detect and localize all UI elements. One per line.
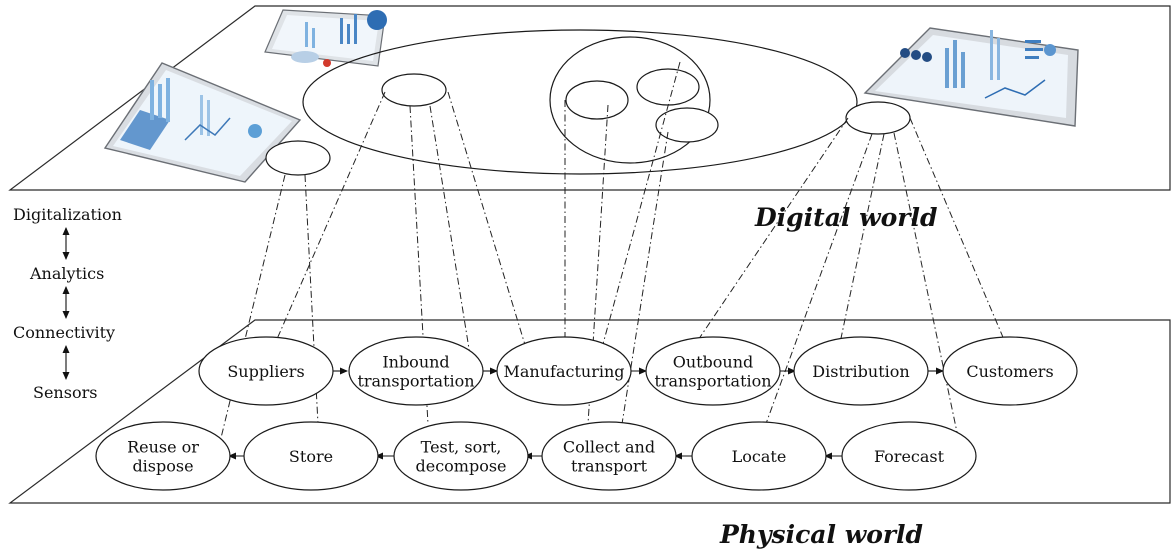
digital-subnode-3 [655, 107, 719, 143]
node-label-suppliers: Suppliers [227, 362, 304, 381]
outbound-digital-node [845, 101, 911, 135]
node-label-locate: Locate [732, 447, 787, 466]
node-ellipse-manufacturing [496, 336, 632, 406]
node-ellipse-collect-and-transport [541, 421, 677, 491]
node-ellipse-store [243, 421, 379, 491]
node-label-manufacturing: Manufacturing [504, 362, 625, 381]
layer-sensors: Sensors [33, 383, 97, 402]
node-distribution: Distribution [793, 336, 929, 406]
node-label-outbound-transportation: Outbound [673, 353, 754, 372]
layer-connectivity: Connectivity [13, 323, 115, 342]
node-ellipse-inbound-transportation [348, 336, 484, 406]
node-label-inbound-transportation: Inbound [382, 353, 449, 372]
tablet-illustration-top [264, 9, 387, 67]
node-ellipse-forecast [841, 421, 977, 491]
node-label-collect-and-transport: transport [571, 457, 648, 476]
node-label-inbound-transportation: transportation [357, 372, 474, 391]
tablet-illustration-right [863, 27, 1079, 127]
node-label-collect-and-transport: Collect and [563, 438, 655, 457]
physical-world-label: Physical world [719, 520, 923, 549]
node-label-customers: Customers [966, 362, 1053, 381]
digital-platform-ellipse [302, 29, 858, 175]
node-ellipse-suppliers [198, 336, 334, 406]
digital-world-label: Digital world [754, 203, 937, 232]
flow-arrows [228, 367, 944, 460]
node-forecast: Forecast [841, 421, 977, 491]
digital-subnode-2 [636, 68, 700, 106]
layer-digitalization: Digitalization [13, 205, 122, 224]
node-label-reuse-or-dispose: Reuse or [127, 438, 199, 457]
manufacturing-digital-ellipse [549, 36, 711, 164]
layer-analytics: Analytics [29, 264, 104, 283]
inbound-digital-node [381, 73, 447, 107]
connector-lines [219, 61, 1006, 443]
node-label-forecast: Forecast [874, 447, 945, 466]
node-locate: Locate [691, 421, 827, 491]
node-ellipse-locate [691, 421, 827, 491]
digital-subnode-1 [565, 80, 629, 120]
node-ellipse-outbound-transportation [645, 336, 781, 406]
supplier-digital-node [265, 140, 331, 176]
node-store: Store [243, 421, 379, 491]
node-ellipse-test-sort-decompose [393, 421, 529, 491]
node-label-distribution: Distribution [812, 362, 909, 381]
node-manufacturing: Manufacturing [496, 336, 632, 406]
node-label-outbound-transportation: transportation [654, 372, 771, 391]
node-ellipse-reuse-or-dispose [95, 421, 231, 491]
node-test-sort-decompose: Test, sort,decompose [393, 421, 529, 491]
node-label-test-sort-decompose: decompose [415, 457, 506, 476]
node-label-test-sort-decompose: Test, sort, [421, 438, 502, 457]
node-ellipse-distribution [793, 336, 929, 406]
tablet-illustration-left [103, 62, 302, 183]
node-ellipse-customers [942, 336, 1078, 406]
node-label-store: Store [289, 447, 333, 466]
node-label-reuse-or-dispose: dispose [132, 457, 193, 476]
node-suppliers: Suppliers [198, 336, 334, 406]
node-customers: Customers [942, 336, 1078, 406]
